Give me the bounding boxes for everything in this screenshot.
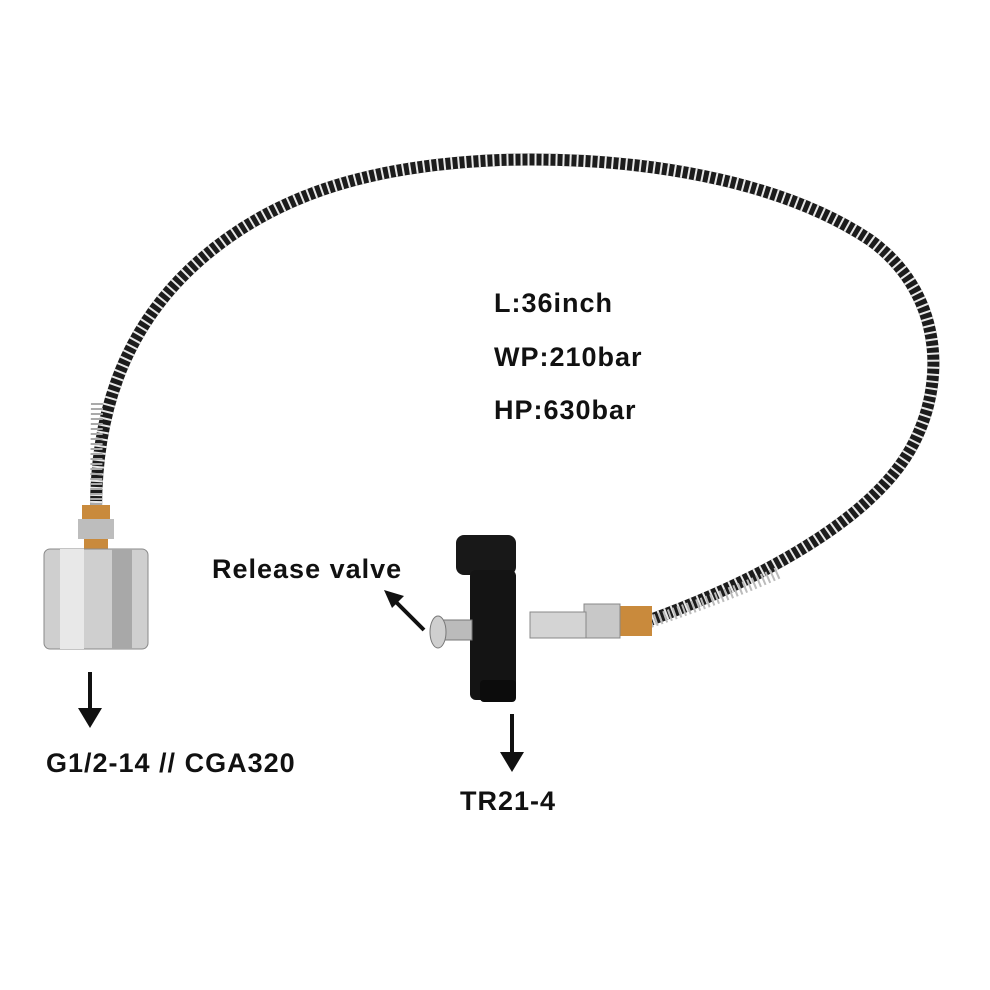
spec-working-pressure: WP:210bar [494, 342, 643, 372]
right-fitting-label: TR21-4 [460, 786, 557, 816]
right-connector [529, 603, 652, 639]
hose [90, 153, 940, 628]
spec-high-pressure: HP:630bar [494, 395, 637, 425]
valve-body [429, 535, 516, 702]
left-fitting-label: G1/2-14 // CGA320 [46, 748, 296, 778]
arrows [78, 590, 524, 772]
release-valve-label: Release valve [212, 554, 403, 584]
left-fitting [43, 505, 149, 650]
spec-length: L:36inch [494, 288, 614, 318]
